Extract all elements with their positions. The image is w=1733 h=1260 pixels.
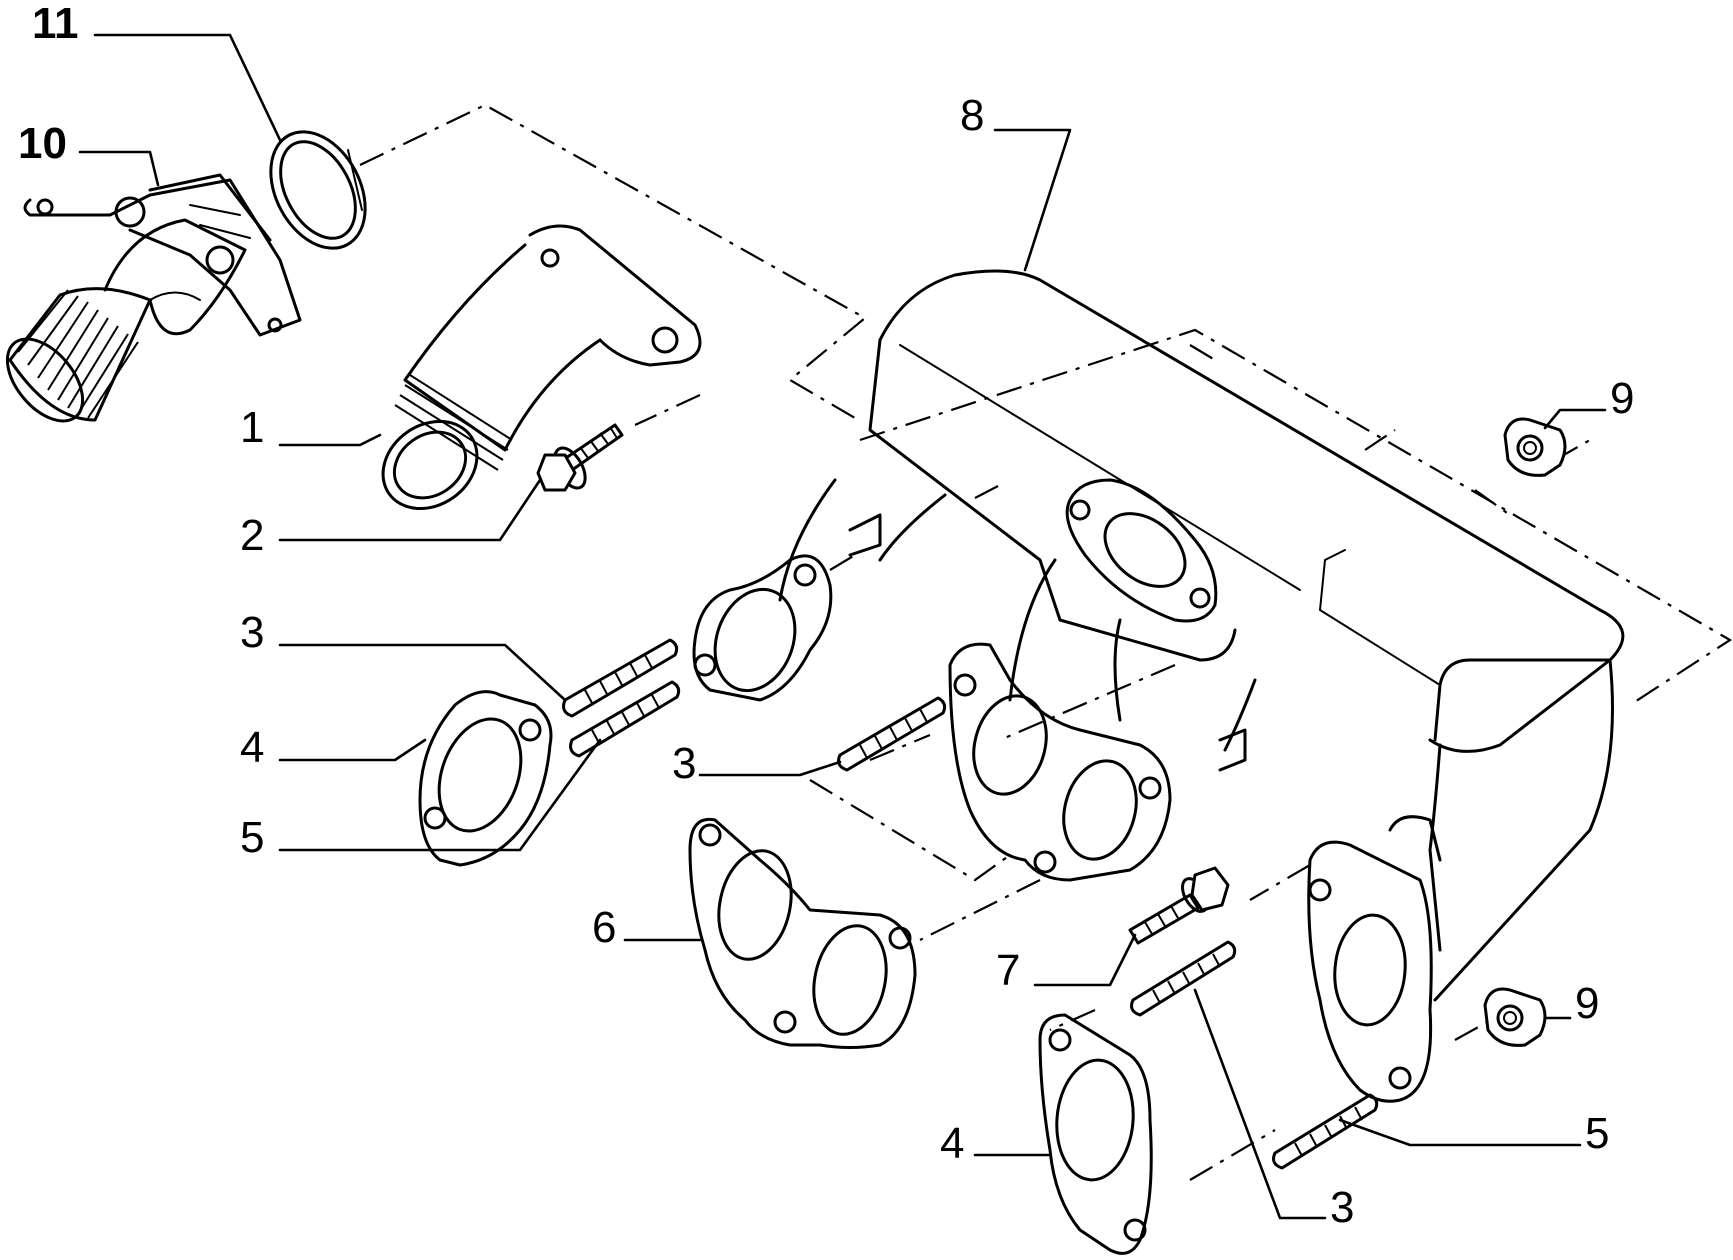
gasket-part-4-upper [418,690,553,867]
leader-lines [78,33,1607,1220]
stud-part-3-lower [1130,940,1237,1017]
callout-3-lower: 3 [1330,1183,1354,1232]
nut-part-9-upper [1503,417,1567,477]
callout-labels: 11 10 8 1 2 3 4 5 3 6 7 9 9 4 5 3 [18,0,1634,1232]
callout-2: 2 [240,511,264,560]
bolt-part-7 [1128,866,1230,945]
stud-part-5-upper [569,680,681,758]
callout-8: 8 [960,91,984,140]
callout-5-upper: 5 [240,813,264,862]
callout-9-upper: 9 [1610,374,1634,423]
callout-4-lower: 4 [940,1119,964,1168]
manifold-part-8 [692,269,1625,1103]
seal-ring-part-11 [269,130,367,250]
callout-9-lower: 9 [1575,979,1599,1028]
gasket-part-4-lower [1038,1013,1153,1255]
callout-6: 6 [592,903,616,952]
callout-10: 10 [18,119,67,168]
callout-11: 11 [32,0,79,48]
callout-7: 7 [996,946,1020,995]
stud-part-3-middle [837,696,947,772]
callout-4-upper: 4 [240,723,264,772]
callout-5-lower: 5 [1585,1109,1609,1158]
outlet-pipe-part-1 [381,224,702,511]
callout-1: 1 [240,403,264,452]
gasket-part-6 [688,817,917,1049]
stud-part-5-lower [1272,1093,1379,1170]
bolt-part-2 [536,423,624,492]
alignment-lines [359,103,1733,1181]
hose-connector-part-10 [5,173,302,423]
callout-3-middle: 3 [672,739,696,788]
callout-3-upper: 3 [240,608,264,657]
stud-part-3-upper [562,638,679,718]
nut-part-9-lower [1483,987,1547,1047]
